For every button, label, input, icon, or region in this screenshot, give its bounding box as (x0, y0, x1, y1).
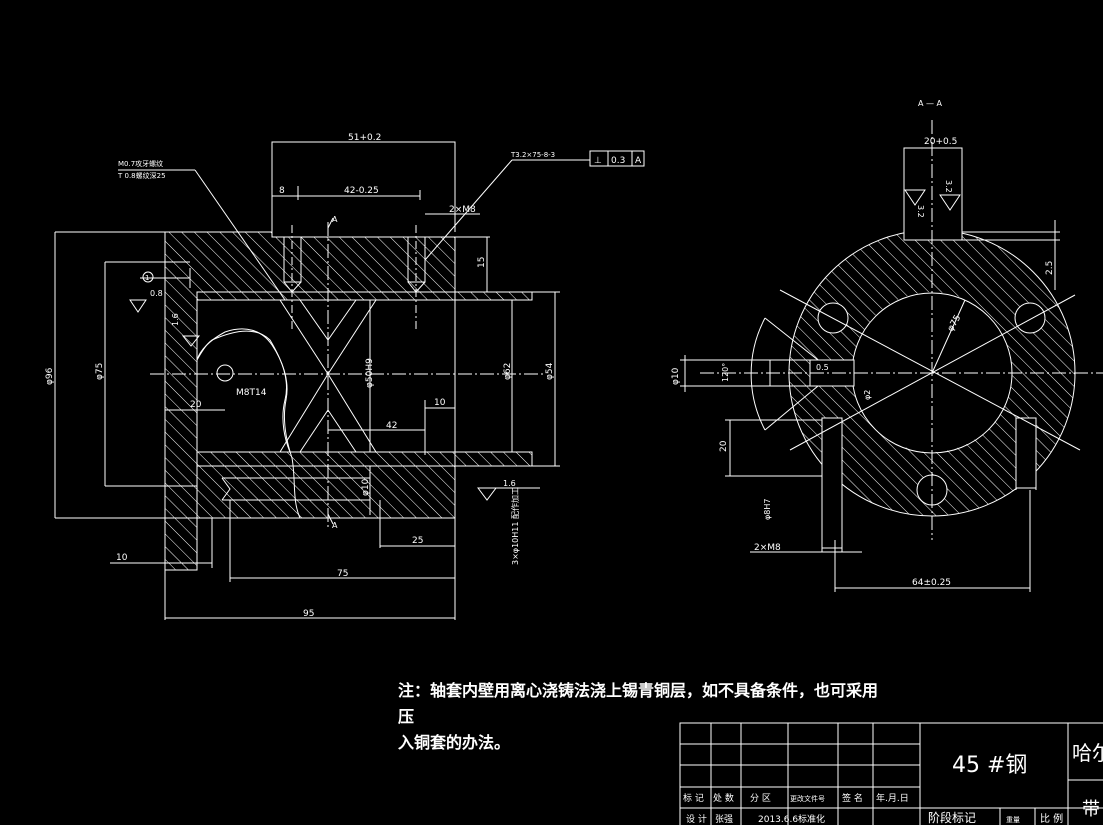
stage: 阶段标记 (928, 810, 976, 825)
rough-32a: 3.2 (944, 180, 953, 193)
dim-20: 20 (190, 400, 202, 410)
dim-end-d10: φ10 (671, 367, 681, 385)
perp-symbol: ⊥ (594, 156, 602, 166)
dim-top-8: 8 (279, 186, 285, 196)
dim-d10: φ10 (361, 478, 371, 496)
section-view (54, 141, 645, 620)
section-view-labels: 51+0.2 42-0.25 8 2×M8 T3.2×75-8-3 ⊥ 0.3 … (45, 133, 642, 619)
hdr-4: 签 名 (842, 792, 863, 804)
section-mark-top: A (332, 215, 338, 224)
hatch-bottom (196, 465, 456, 519)
design-0: 设 计 (686, 813, 707, 825)
section-mark-bottom: A (332, 521, 338, 530)
end-view-labels: A — A 20+0.5 3.2 3.2 2.5 φ75 φ10 120° 0.… (671, 99, 1055, 588)
design-3: 标准化 (798, 813, 825, 825)
dim-end-2xm8: 2×M8 (754, 543, 781, 553)
dim-10b: 10 (116, 553, 128, 563)
dim-10a: 10 (434, 398, 446, 408)
design-1: 张强 (715, 814, 733, 825)
rough-08: 0.8 (150, 289, 163, 298)
technical-note: 注：轴套内壁用离心浇铸法浇上锡青铜层，如不具备条件，也可采用压 入铜套的办法。 (398, 678, 878, 756)
perp-datum: A (635, 156, 642, 166)
dim-25: 25 (412, 536, 423, 546)
dim-top-51: 51+0.2 (348, 133, 381, 143)
note-line-1: 注：轴套内壁用离心浇铸法浇上锡青铜层，如不具备条件，也可采用压 (398, 681, 879, 726)
thread-note-2: T 0.8螺纹深25 (117, 171, 166, 180)
break-out (196, 300, 291, 453)
design-2: 2013.6.6 (758, 815, 798, 825)
dim-end-d75: φ75 (946, 313, 963, 333)
dim-2xm8: 2×M8 (449, 205, 476, 215)
hatch-inner-bottom (196, 451, 533, 467)
perp-value: 0.3 (611, 156, 625, 166)
datum-1: 1 (145, 274, 149, 282)
dim-d54: φ54 (545, 362, 555, 380)
rough-16b: 1.6 (503, 479, 516, 488)
end-view (680, 120, 1103, 592)
dim-64: 64±0.25 (912, 578, 951, 588)
rough-16a: 1.6 (171, 313, 180, 326)
dim-d50: φ50H9 (365, 358, 375, 388)
dim-75: 75 (337, 569, 348, 579)
dim-d2: φ2 (863, 390, 872, 400)
dim-15: 15 (477, 257, 487, 268)
dim-lines (54, 141, 590, 619)
dim-end-20: 20 (719, 440, 729, 452)
hdr-0: 标 记 (683, 792, 704, 804)
weight: 重量 (1006, 816, 1020, 824)
hatch-inner-top (196, 291, 533, 301)
dim-d8h7: φ8H7 (763, 499, 772, 520)
rough-32b: 3.2 (916, 205, 925, 218)
title-block (679, 722, 1103, 825)
dim-d62: φ62 (503, 363, 513, 380)
dim-m8: M8T14 (236, 388, 267, 398)
dim-d96: φ96 (45, 367, 55, 385)
dim-2-5: 2.5 (1045, 261, 1055, 275)
thread-note-1: M0.7攻牙螺纹 (118, 159, 163, 168)
hole-note: 3×φ10H11 配作加工 (510, 487, 520, 565)
dim-w20: 20+0.5 (924, 137, 957, 147)
tol-spec: T3.2×75-8-3 (510, 151, 555, 159)
hdr-1: 处 数 (713, 792, 734, 804)
dim-42: 42 (386, 421, 397, 431)
hdr-3: 更改文件号 (790, 794, 825, 803)
material: 45 #钢 (952, 753, 1027, 778)
dim-d75: φ75 (95, 363, 105, 380)
scale: 比 例 (1040, 812, 1063, 825)
extra-char: 带 (1082, 799, 1100, 820)
dim-95: 95 (303, 609, 314, 619)
hdr-5: 年.月.日 (876, 792, 909, 804)
section-title: A — A (918, 99, 943, 108)
title-block-labels: 45 #钢 哈尔 带 标 记 处 数 分 区 更改文件号 签 名 年.月.日 设… (683, 741, 1103, 825)
dim-0-5: 0.5 (816, 363, 829, 372)
note-line-2: 入铜套的办法。 (398, 733, 511, 752)
hdr-2: 分 区 (750, 793, 771, 804)
dim-top-42: 42-0.25 (344, 186, 379, 196)
dim-120: 120° (721, 363, 730, 382)
university: 哈尔 (1072, 741, 1103, 765)
